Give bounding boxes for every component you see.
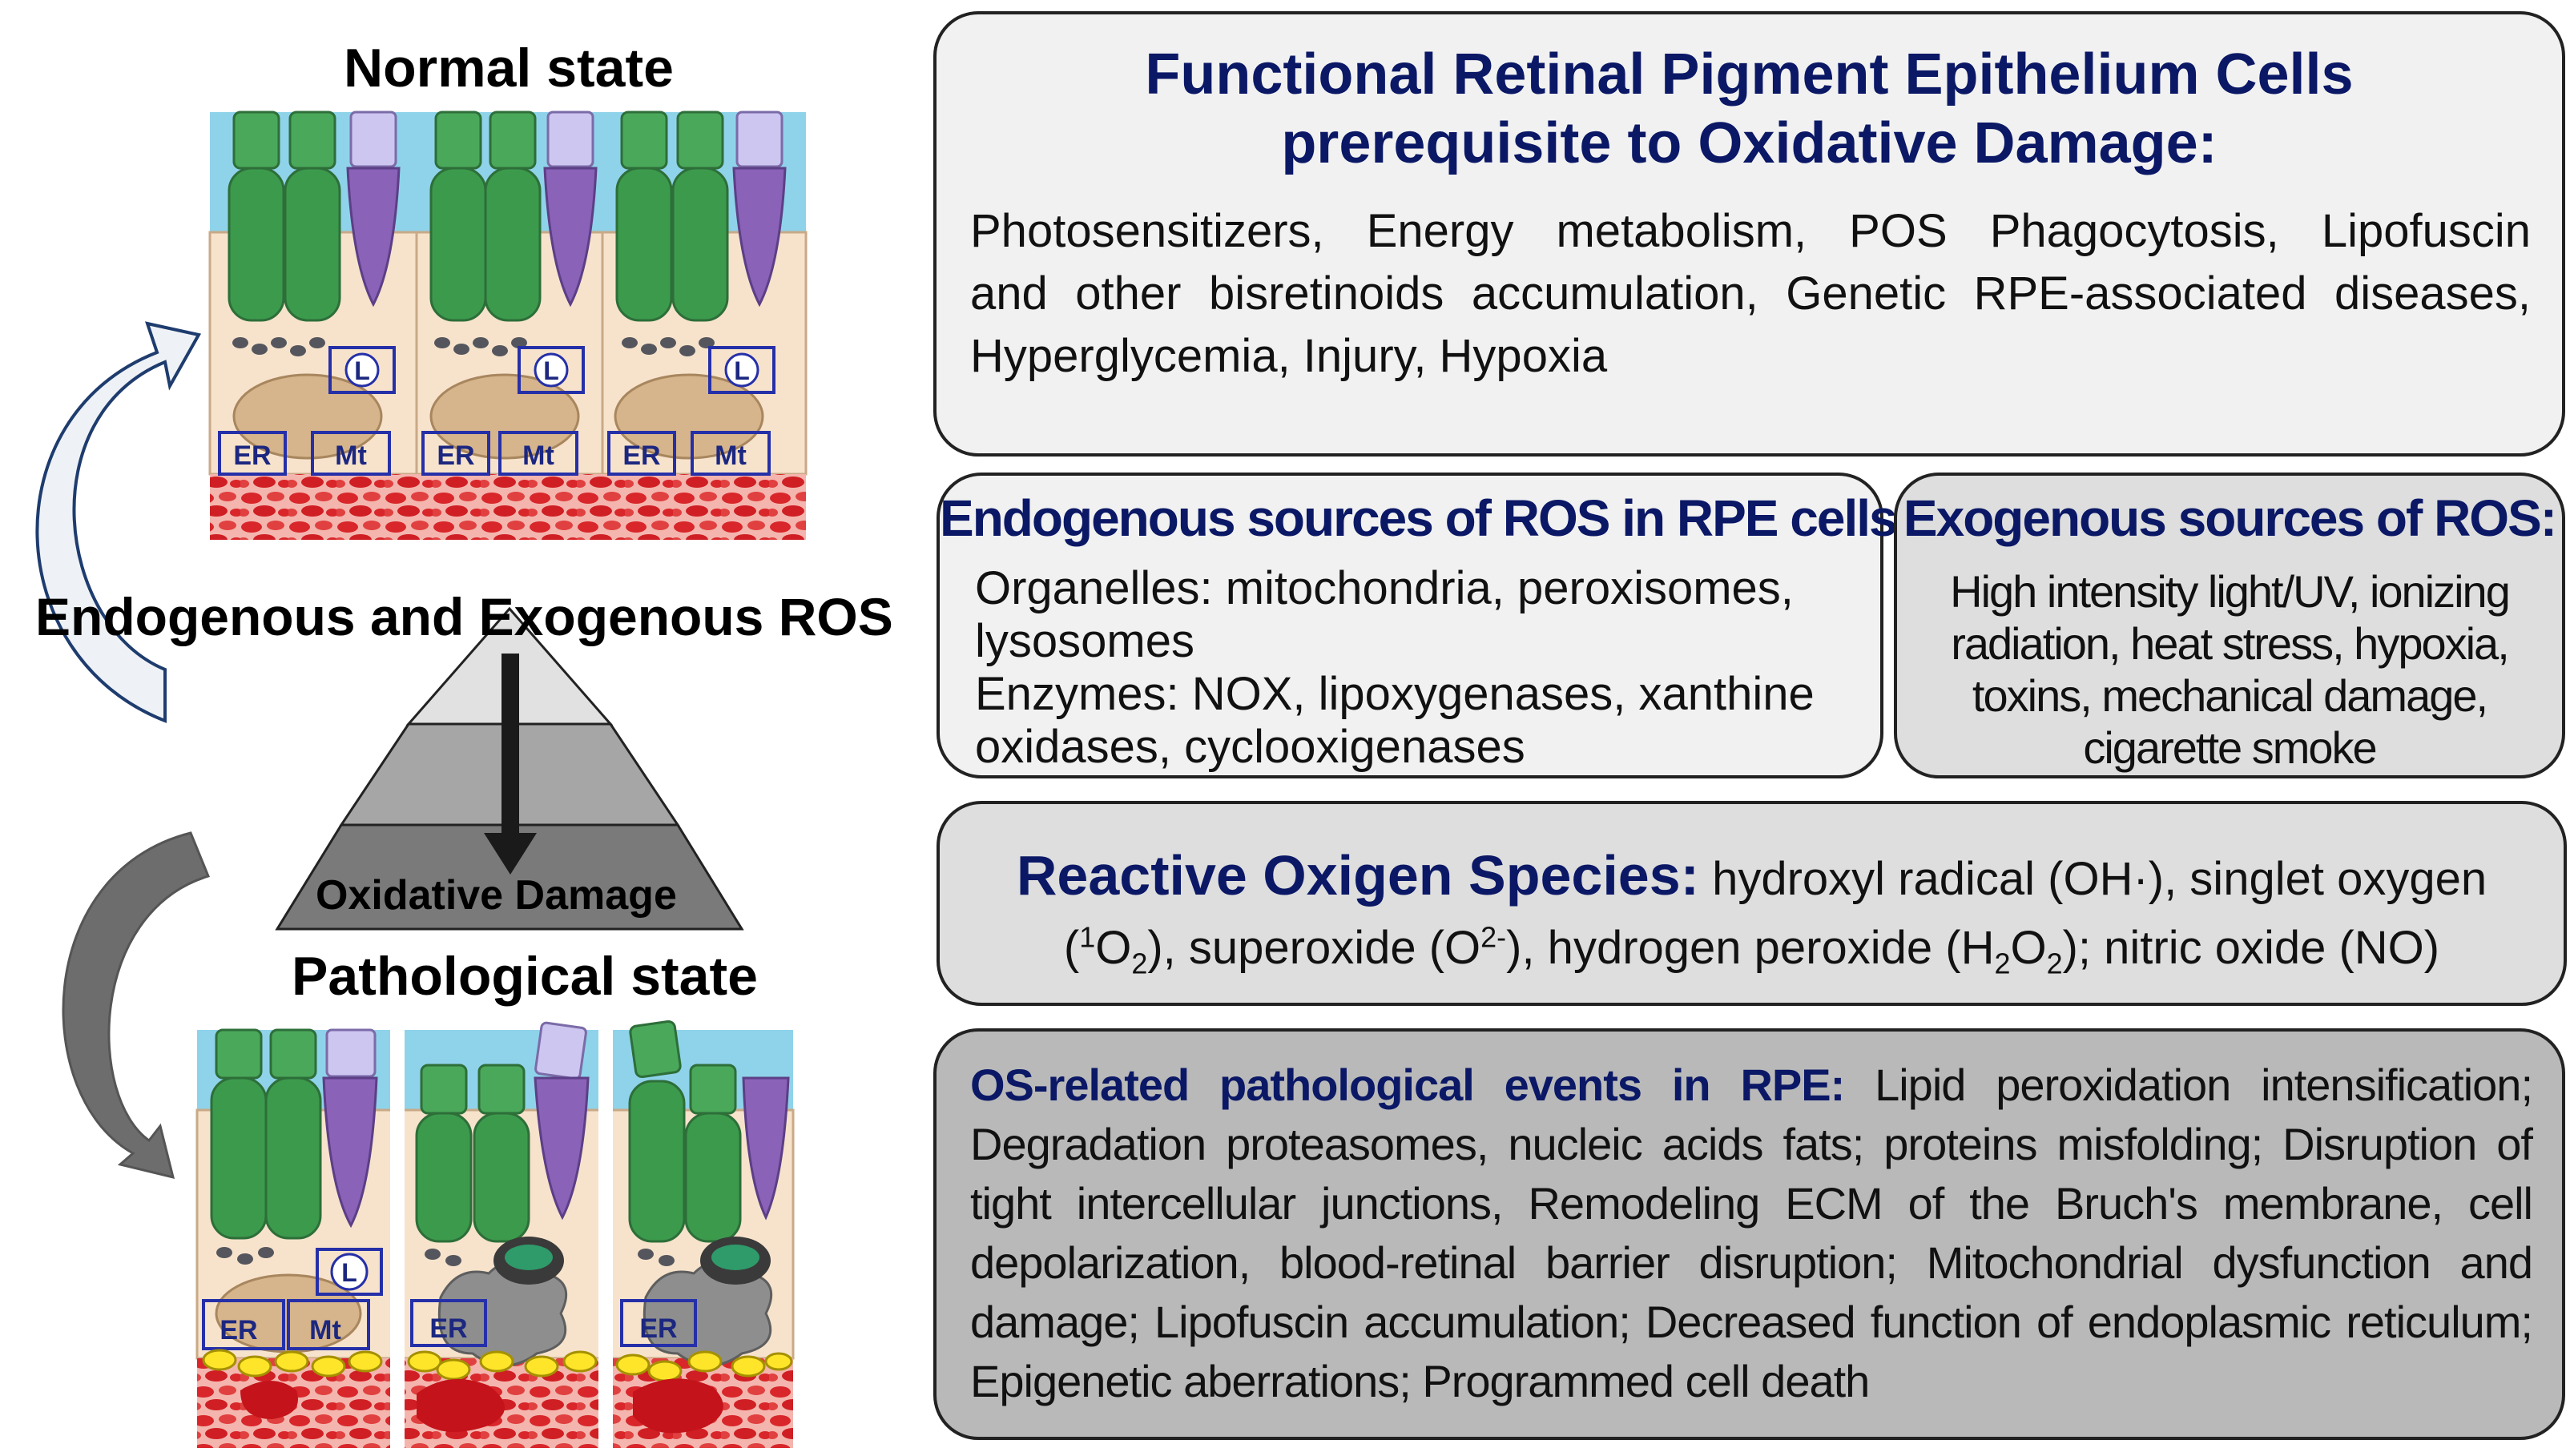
normal-mt-label: Mt [522, 440, 554, 471]
ros-subscript: 2 [1994, 947, 2011, 980]
pathological-cells-panel: L ER Mt ER ER [195, 1020, 795, 1448]
os-events-box: OS-related pathological events in RPE: L… [933, 1028, 2565, 1440]
normal-cells-panel: L L L ER Mt ER Mt ER Mt [208, 111, 808, 540]
functional-rpe-title-line2: prerequisite to Oxidative Damage: [1281, 111, 2218, 175]
pyramid-bottom [275, 823, 744, 931]
ros-subscript: 2 [2046, 947, 2063, 980]
patho-er-label: ER [639, 1313, 677, 1344]
exogenous-line3: toxins, mechanical damage, [1972, 670, 2488, 721]
damage-arrow [62, 831, 211, 1180]
ros-text-part: ), hydrogen peroxide (H [1506, 922, 1995, 974]
functional-rpe-line1: Photosensitizers, Energy metabolism, POS… [970, 205, 2531, 257]
os-events-line4: depolarization, blood-retinal barrier di… [970, 1237, 2533, 1288]
functional-rpe-line3: Hyperglycemia, Injury, Hypoxia [970, 330, 1608, 382]
exogenous-title: Exogenous sources of ROS: [1903, 489, 2557, 547]
endogenous-title: Endogenous sources of ROS in RPE cells: [940, 489, 1913, 547]
functional-rpe-line2: and other bisretinoids accumulation, Gen… [970, 267, 2531, 320]
exogenous-line4: cigarette smoke [2083, 722, 2377, 773]
normal-l-label: L [734, 356, 750, 385]
patho-er-label: ER [220, 1315, 257, 1345]
os-events-line5: damage; Lipofuscin accumulation; Decreas… [970, 1297, 2533, 1347]
os-events-title: OS-related pathological events in RPE: [970, 1060, 1845, 1110]
patho-l-label: L [341, 1258, 357, 1287]
ros-text-part: O [1095, 922, 1132, 974]
ros-text-part: ); nitric oxide (NO) [2062, 922, 2440, 974]
ros-body: Reactive Oxigen Species: hydroxyl radica… [940, 841, 2564, 983]
ros-line1: Reactive Oxigen Species: hydroxyl radica… [940, 841, 2564, 914]
os-events-body: OS-related pathological events in RPE: L… [970, 1056, 2533, 1411]
recovery-arrow [35, 321, 202, 723]
ros-label: Endogenous and Exogenous ROS [35, 587, 893, 646]
normal-blood-layer [210, 474, 806, 540]
patho-er-label: ER [429, 1313, 467, 1344]
ros-superscript: 1 [1079, 920, 1096, 954]
exogenous-body: High intensity light/UV, ionizing radiat… [1897, 565, 2562, 774]
ros-text-part: ), superoxide (O [1147, 922, 1481, 974]
ros-superscript: 2- [1480, 920, 1507, 954]
ros-title: Reactive Oxigen Species: [1016, 844, 1699, 907]
normal-er-label: ER [233, 440, 271, 471]
endogenous-line1: Organelles: mitochondria, peroxisomes, [975, 562, 1794, 614]
os-events-line6: Epigenetic aberrations; Programmed cell … [970, 1356, 1870, 1406]
ros-line2: (1O2), superoxide (O2-), hydrogen peroxi… [940, 914, 2564, 983]
os-events-line2: Degradation proteasomes, nucleic acids f… [970, 1119, 2533, 1169]
functional-rpe-box: Functional Retinal Pigment Epithelium Ce… [933, 11, 2565, 457]
os-events-line1-rest: Lipid peroxidation intensification; [1875, 1060, 2533, 1110]
endogenous-box: Endogenous sources of ROS in RPE cells: … [937, 473, 1913, 778]
ros-text-part: ( [1063, 922, 1080, 974]
endogenous-line4: oxidases, cyclooxigenases [975, 721, 1525, 773]
os-events-line3: tight intercellular junctions, Remodelin… [970, 1178, 2533, 1229]
functional-rpe-body: Photosensitizers, Energy metabolism, POS… [970, 200, 2531, 388]
endogenous-body: Organelles: mitochondria, peroxisomes, l… [975, 562, 1864, 774]
ros-box: Reactive Oxigen Species: hydroxyl radica… [937, 801, 2567, 1006]
ros-text-part: O [2010, 922, 2047, 974]
ros-line1-rest: hydroxyl radical (OH·), singlet oxygen [1712, 853, 2487, 905]
patho-mt-label: Mt [309, 1315, 341, 1345]
os-events-line1: OS-related pathological events in RPE: L… [970, 1056, 2533, 1115]
endogenous-line3: Enzymes: NOX, lipoxygenases, xanthine [975, 668, 1815, 720]
pyramid-arrow-shaft [502, 654, 519, 844]
rpe-illustration: L L L ER Mt ER Mt ER Mt [35, 111, 808, 1448]
normal-mt-label: Mt [335, 440, 367, 471]
normal-er-label: ER [437, 440, 474, 471]
functional-rpe-title: Functional Retinal Pigment Epithelium Ce… [937, 40, 2562, 178]
pathological-state-label: Pathological state [292, 946, 758, 1007]
normal-mt-label: Mt [715, 440, 747, 471]
normal-er-label: ER [622, 440, 660, 471]
exogenous-line2: radiation, heat stress, hypoxia, [1951, 618, 2510, 669]
endogenous-line2: lysosomes [975, 615, 1194, 667]
normal-state-label: Normal state [344, 38, 674, 99]
normal-l-label: L [543, 356, 559, 385]
pyramid-arrow-head [484, 833, 537, 875]
exogenous-line1: High intensity light/UV, ionizing [1950, 566, 2511, 617]
normal-l-label: L [354, 356, 370, 385]
oxidative-damage-label: Oxidative Damage [316, 872, 677, 919]
ros-subscript: 2 [1131, 947, 1148, 980]
exogenous-box: Exogenous sources of ROS: High intensity… [1894, 473, 2565, 778]
functional-rpe-title-line1: Functional Retinal Pigment Epithelium Ce… [1145, 42, 2354, 107]
